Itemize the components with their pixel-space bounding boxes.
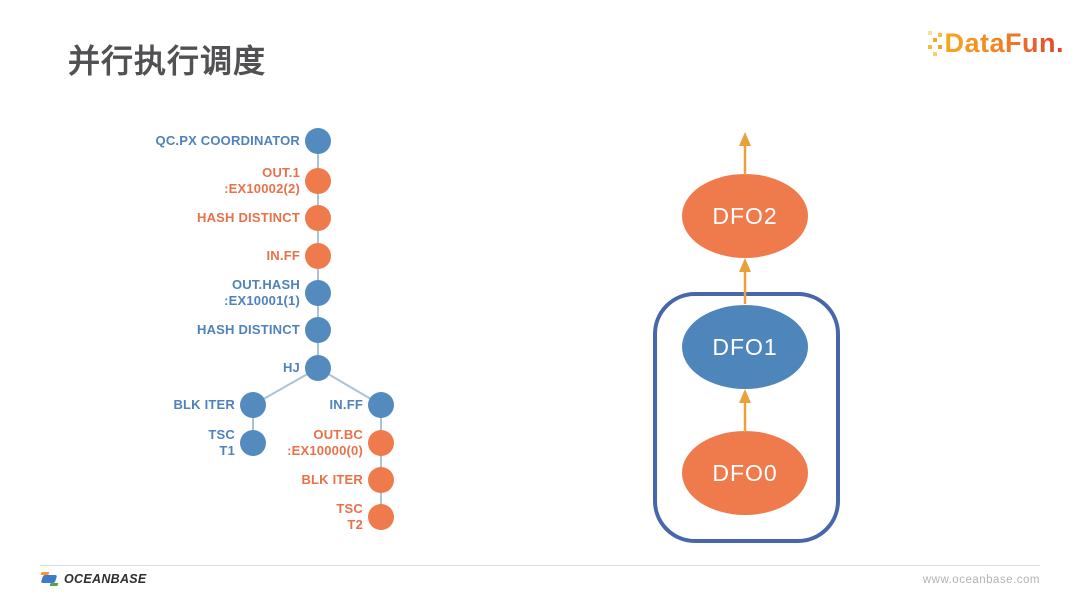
node-label-hash-distinct-lower: HASH DISTINCT <box>197 322 300 337</box>
dfo2-ellipse: DFO2 <box>682 174 808 258</box>
node-circle-in-ff-upper <box>305 243 331 269</box>
dfo0-ellipse: DFO0 <box>682 431 808 515</box>
node-label-blk-iter-left: BLK ITER <box>173 397 235 412</box>
node-circle-tsc-t2 <box>368 504 394 530</box>
node-circle-blk-iter-right <box>368 467 394 493</box>
node-circle-hj <box>305 355 331 381</box>
node-circle-qc-px-coordinator <box>305 128 331 154</box>
node-label-tsc-t1: TSC T1 <box>208 427 235 458</box>
dfo2-label: DFO2 <box>712 202 778 229</box>
node-label-qc-px-coordinator: QC.PX COORDINATOR <box>155 133 300 148</box>
dfo-group-box <box>653 292 840 543</box>
datafun-logo: DataFun. <box>928 28 1064 59</box>
footer-url: www.oceanbase.com <box>922 574 1040 586</box>
node-label-out-bc: OUT.BC :EX10000(0) <box>287 427 363 458</box>
datafun-pixel-dots-icon <box>928 29 942 59</box>
dfo-flow-arrows <box>739 132 751 432</box>
footer-divider <box>40 565 1040 566</box>
oceanbase-logo: OCEANBASE <box>40 572 147 586</box>
node-circle-hash-distinct-lower <box>305 317 331 343</box>
node-label-in-ff-upper: IN.FF <box>266 248 300 263</box>
node-label-hj: HJ <box>282 360 300 375</box>
node-circle-out-1 <box>305 168 331 194</box>
node-label-in-ff-right: IN.FF <box>329 397 363 412</box>
node-circle-out-hash <box>305 280 331 306</box>
node-label-out-1: OUT.1 :EX10002(2) <box>224 165 300 196</box>
page-title: 并行执行调度 <box>68 43 267 79</box>
dfo1-label: DFO1 <box>712 333 778 360</box>
node-label-hash-distinct-upper: HASH DISTINCT <box>197 210 300 225</box>
oceanbase-logo-text: OCEANBASE <box>64 572 147 586</box>
datafun-logo-text: DataFun. <box>944 28 1064 58</box>
node-circle-tsc-t1 <box>240 430 266 456</box>
oceanbase-icon <box>40 572 59 586</box>
node-label-tsc-t2: TSC T2 <box>336 501 363 532</box>
node-circle-in-ff-right <box>368 392 394 418</box>
dfo0-label: DFO0 <box>712 459 778 486</box>
node-circle-blk-iter-left <box>240 392 266 418</box>
dfo1-ellipse: DFO1 <box>682 305 808 389</box>
node-label-out-hash: OUT.HASH :EX10001(1) <box>224 277 300 308</box>
node-label-blk-iter-right: BLK ITER <box>301 472 363 487</box>
node-circle-hash-distinct-upper <box>305 205 331 231</box>
node-circle-out-bc <box>368 430 394 456</box>
